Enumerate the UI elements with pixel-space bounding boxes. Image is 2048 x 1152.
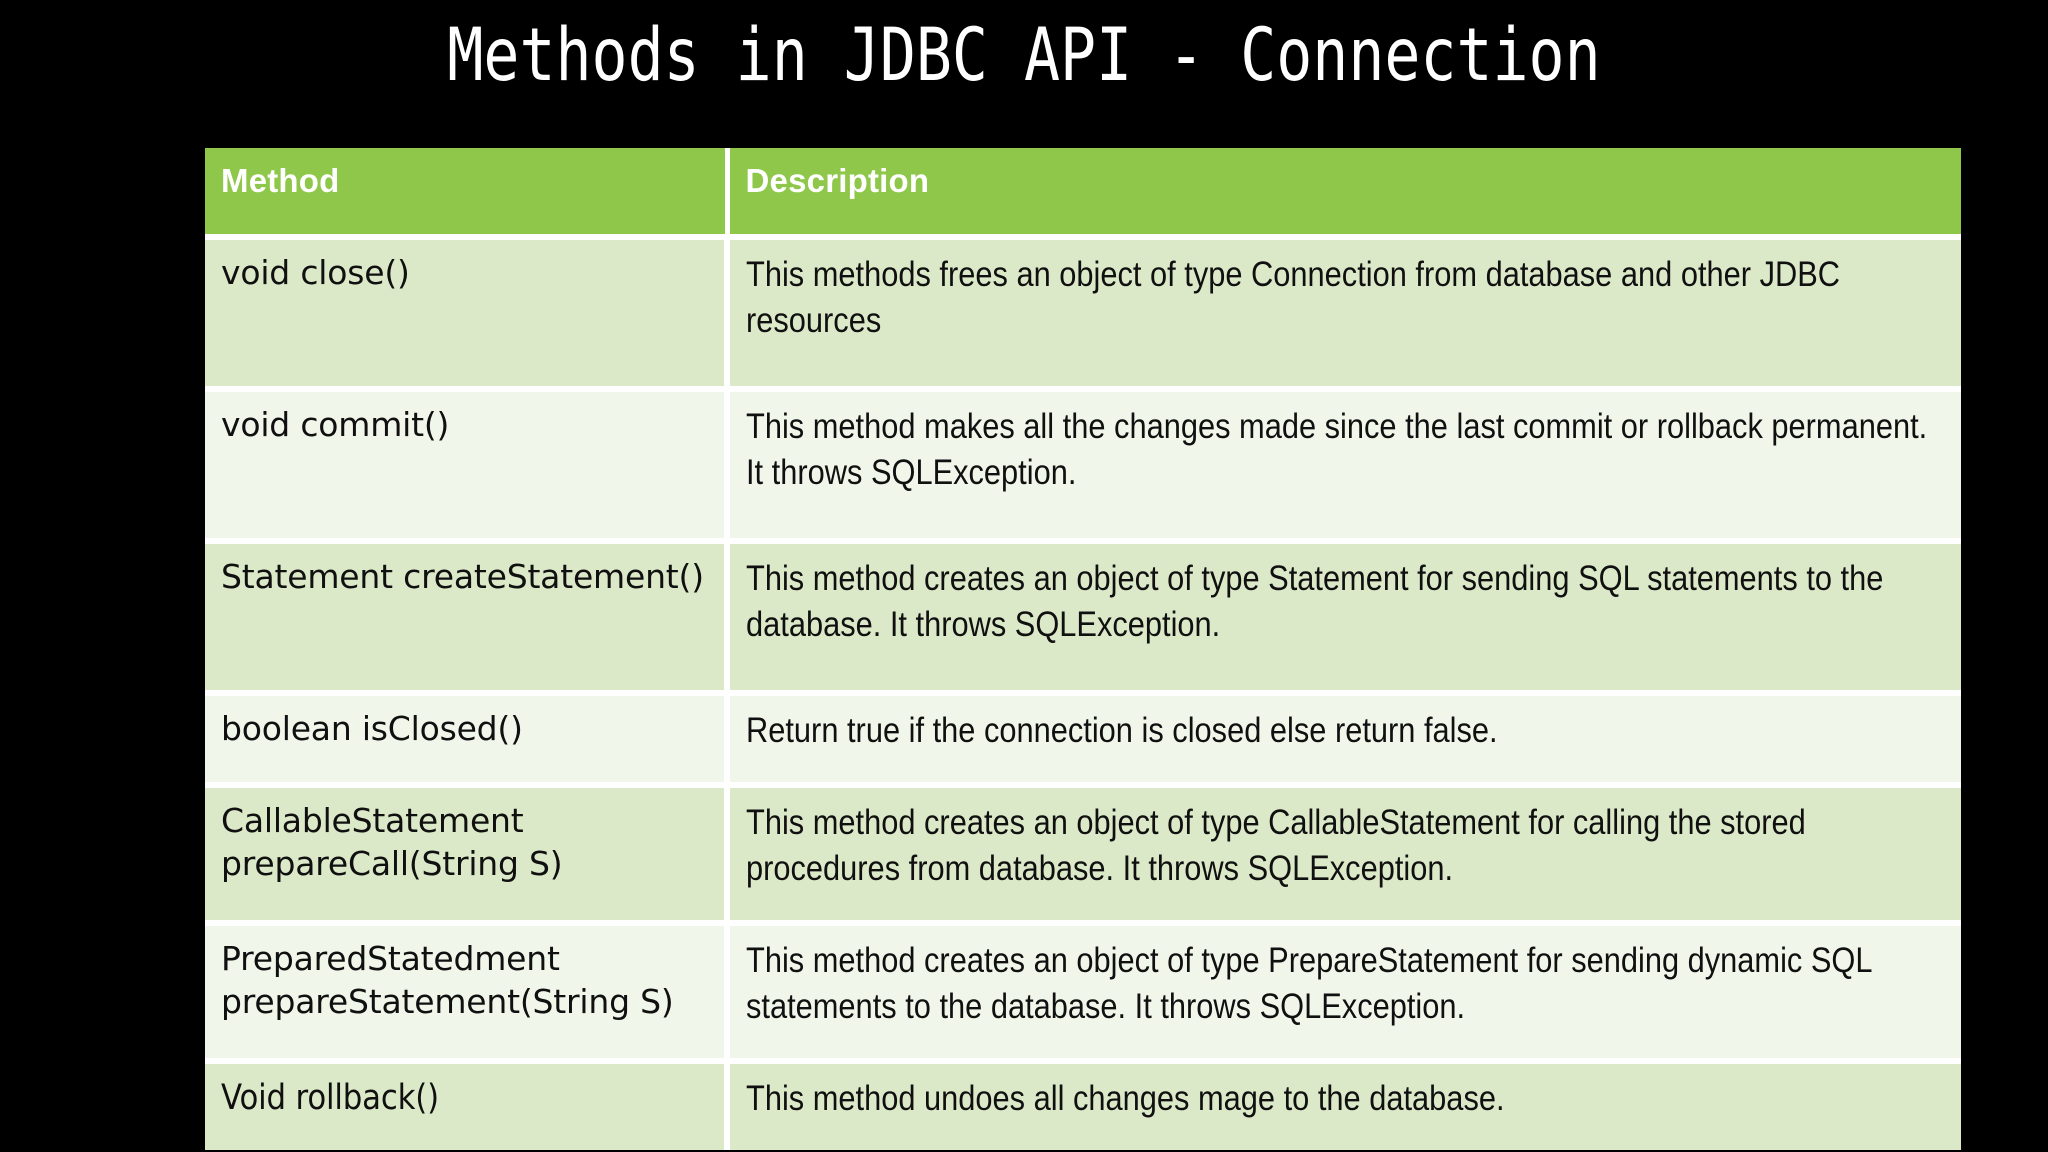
cell-description: This method creates an object of type Ca… — [727, 782, 1961, 923]
table-header: Method Description — [205, 148, 1961, 237]
cell-method: Void rollback() — [205, 1058, 730, 1150]
table-row: PreparedStatedment prepareStatement(Stri… — [205, 920, 1961, 1061]
table-row: Void rollback() This method undoes all c… — [205, 1058, 1961, 1150]
jdbc-connection-methods-table: Method Description void close() This met… — [205, 148, 1961, 1150]
table-row: void close() This methods frees an objec… — [205, 234, 1961, 389]
table-header-row: Method Description — [205, 148, 1961, 237]
table-body: void close() This methods frees an objec… — [205, 234, 1961, 1150]
cell-method: void close() — [205, 234, 730, 389]
cell-method: boolean isClosed() — [205, 690, 730, 785]
table-row: CallableStatement prepareCall(String S) … — [205, 782, 1961, 923]
cell-description: This method makes all the changes made s… — [727, 386, 1961, 541]
column-header-method: Method — [205, 148, 730, 237]
cell-method: void commit() — [205, 386, 730, 541]
column-header-description: Description — [727, 148, 1961, 237]
cell-method: CallableStatement prepareCall(String S) — [205, 782, 730, 923]
cell-method: Statement createStatement() — [205, 538, 730, 693]
page-title: Methods in JDBC API - Connection — [447, 13, 1601, 98]
table-row: boolean isClosed() Return true if the co… — [205, 690, 1961, 785]
cell-description: This methods frees an object of type Con… — [727, 234, 1961, 389]
table-row: void commit() This method makes all the … — [205, 386, 1961, 541]
cell-description: This method undoes all changes mage to t… — [727, 1058, 1961, 1150]
cell-description: This method creates an object of type Pr… — [727, 920, 1961, 1061]
cell-description: This method creates an object of type St… — [727, 538, 1961, 693]
table-row: Statement createStatement() This method … — [205, 538, 1961, 693]
cell-method: PreparedStatedment prepareStatement(Stri… — [205, 920, 730, 1061]
cell-description: Return true if the connection is closed … — [727, 690, 1961, 785]
methods-table-container: Method Description void close() This met… — [205, 148, 1961, 1150]
